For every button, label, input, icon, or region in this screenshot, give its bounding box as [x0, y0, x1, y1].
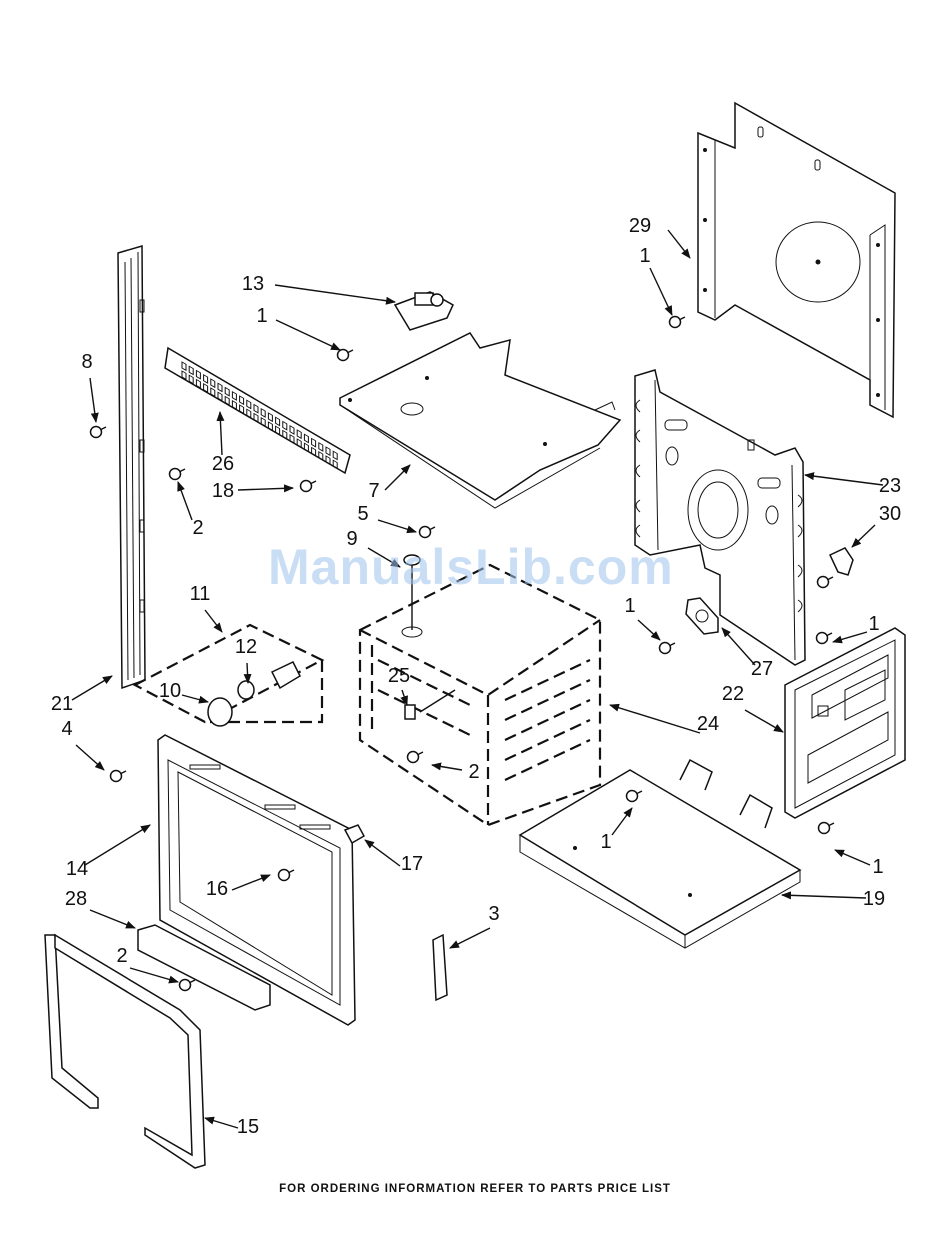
callout-27: 27: [751, 658, 773, 680]
callout-1: 1: [624, 595, 635, 617]
part-24-oven-liner: [360, 565, 600, 825]
callout-8: 8: [81, 351, 92, 373]
callout-24: 24: [697, 713, 719, 735]
leader-line: [276, 320, 340, 350]
watermark: ManualsLib.com: [268, 538, 674, 596]
leader-line: [432, 765, 462, 770]
leader-line: [90, 910, 135, 928]
callout-3: 3: [488, 903, 499, 925]
leader-line: [182, 695, 208, 702]
callout-16: 16: [206, 878, 228, 900]
callout-1: 1: [600, 831, 611, 853]
callout-1: 1: [639, 245, 650, 267]
screw: [180, 980, 196, 991]
callout-2: 2: [468, 761, 479, 783]
callout-30: 30: [879, 503, 901, 525]
callout-5: 5: [357, 503, 368, 525]
leader-line: [638, 620, 660, 640]
screw: [817, 633, 833, 644]
callout-1: 1: [868, 613, 879, 635]
part-27-gasket: [686, 598, 718, 634]
screw: [301, 481, 317, 492]
leader-line: [745, 710, 783, 732]
screw: [111, 771, 127, 782]
screw: [91, 427, 107, 438]
callout-18: 18: [212, 480, 234, 502]
screw: [818, 577, 834, 588]
part-30-bracket: [830, 548, 853, 575]
callout-13: 13: [242, 273, 264, 295]
leader-line: [238, 488, 293, 490]
callout-28: 28: [65, 888, 87, 910]
screw: [819, 823, 835, 834]
leader-line: [178, 482, 192, 520]
part-3-bracket: [433, 935, 447, 1000]
leader-line: [365, 840, 400, 866]
leader-line: [852, 525, 875, 547]
callout-12: 12: [235, 636, 257, 658]
callout-14: 14: [66, 858, 88, 880]
callout-23: 23: [879, 475, 901, 497]
leader-line: [90, 378, 96, 422]
part-19-bottom-panel: [520, 760, 800, 948]
callout-21: 21: [51, 693, 73, 715]
callout-19: 19: [863, 888, 885, 910]
screw: [660, 643, 676, 654]
screw: [408, 752, 424, 763]
screw: [670, 317, 686, 328]
leader-line: [610, 705, 700, 733]
part-23-back-panel: [635, 370, 805, 665]
callout-1: 1: [256, 305, 267, 327]
leader-line: [385, 465, 410, 490]
callout-26: 26: [212, 453, 234, 475]
callout-1: 1: [872, 856, 883, 878]
part-26-vent-panel: [165, 348, 350, 473]
callout-4: 4: [61, 718, 72, 740]
screw: [170, 469, 186, 480]
callout-17: 17: [401, 853, 423, 875]
callout-29: 29: [629, 215, 651, 237]
callout-2: 2: [192, 517, 203, 539]
leader-line: [130, 968, 178, 982]
leader-line: [782, 895, 866, 898]
leader-line: [72, 676, 112, 700]
leader-line: [835, 850, 870, 865]
leader-line: [650, 268, 672, 315]
leader-line: [833, 632, 867, 642]
part-29-rear-panel: [698, 103, 895, 417]
leader-line: [668, 230, 690, 258]
leader-line: [378, 520, 416, 532]
leader-line: [805, 475, 883, 485]
leader-line: [220, 412, 222, 455]
callout-11: 11: [190, 583, 211, 605]
callout-10: 10: [159, 680, 181, 702]
leader-line: [76, 745, 104, 770]
leader-line: [247, 663, 248, 683]
screw: [338, 350, 354, 361]
footer-note: FOR ORDERING INFORMATION REFER TO PARTS …: [0, 1183, 950, 1195]
part-7-top-plate: [340, 333, 620, 508]
callout-15: 15: [237, 1116, 259, 1138]
part-21-side-rail: [118, 246, 145, 688]
leader-line: [205, 1118, 238, 1128]
callout-7: 7: [368, 480, 379, 502]
part-13-switch: [395, 292, 453, 330]
callout-2: 2: [116, 945, 127, 967]
leader-line: [450, 928, 490, 948]
leader-line: [275, 285, 395, 302]
screw: [420, 527, 436, 538]
leader-line: [85, 825, 150, 865]
leader-line: [205, 610, 222, 632]
callout-22: 22: [722, 683, 744, 705]
part-11-lamp-assembly: [135, 625, 322, 726]
callout-25: 25: [388, 665, 410, 687]
